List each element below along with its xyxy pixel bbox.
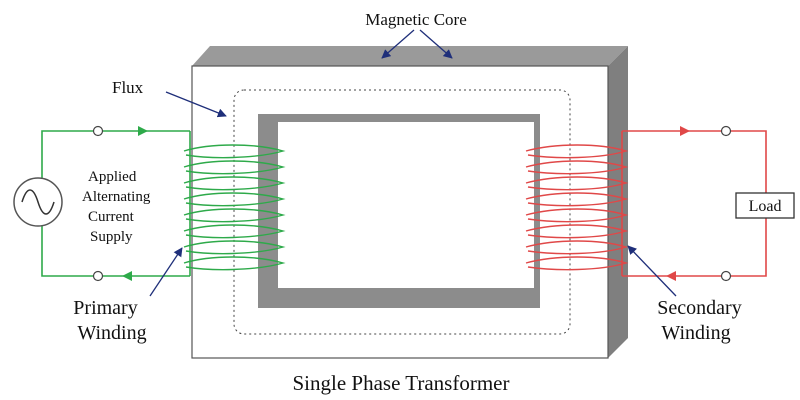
- primary-coil-turn: [183, 208, 286, 223]
- applied-supply-label: Applied Alternating Current Supply: [82, 169, 154, 245]
- core-top-face: [192, 46, 628, 66]
- primary-bottom-terminal: [92, 270, 104, 282]
- secondary-coil-turn: [525, 192, 629, 207]
- ac-source: [13, 177, 63, 227]
- secondary-bottom-arrow: [666, 271, 676, 281]
- secondary-winding-line: Secondary: [657, 297, 741, 319]
- primary-winding: [183, 144, 286, 271]
- secondary-coil-turn: [525, 160, 629, 175]
- secondary-circuit: [621, 126, 767, 281]
- diagram-caption: Single Phase Transformer: [293, 371, 510, 395]
- primary-winding-label: Primary Winding: [73, 297, 146, 344]
- secondary-top-wire: [622, 130, 767, 193]
- primary-coil-turn: [183, 176, 286, 191]
- secondary-winding-line: Winding: [661, 322, 730, 344]
- primary-coil-turn: [183, 256, 286, 271]
- pointer-arrows: [149, 29, 677, 297]
- flux-pointer-arrow: [165, 91, 227, 118]
- secondary-top-terminal: [720, 125, 732, 137]
- load-box: [735, 192, 795, 219]
- core-pointer-arrow-left: [381, 29, 415, 59]
- primary-top-terminal: [92, 125, 104, 137]
- primary-coil-turn: [183, 240, 286, 255]
- applied-supply-line: Alternating: [82, 189, 151, 205]
- secondary-coil-turn: [525, 224, 629, 239]
- secondary-top-arrow: [680, 126, 690, 136]
- primary-coil-turn: [183, 144, 286, 159]
- magnetic-core: [191, 46, 628, 359]
- magnetic-core-label: Magnetic Core: [365, 10, 467, 29]
- applied-supply-line: Supply: [90, 229, 133, 245]
- secondary-bottom-wire: [622, 218, 767, 277]
- primary-coil-turn: [183, 192, 286, 207]
- core-window: [278, 122, 534, 288]
- primary-winding-line: Primary: [73, 297, 137, 319]
- secondary-coil-turn: [525, 144, 629, 159]
- load: Load: [735, 192, 795, 219]
- sine-wave-icon: [21, 189, 55, 215]
- primary-pointer-arrow: [149, 247, 183, 297]
- secondary-coil-turn: [525, 240, 629, 255]
- secondary-winding: [525, 144, 629, 271]
- core-pointer-arrow-right: [419, 29, 453, 59]
- primary-coil-turn: [183, 160, 286, 175]
- applied-supply-line: Current: [88, 209, 135, 225]
- primary-top-arrow: [138, 126, 148, 136]
- load-label: Load: [749, 198, 782, 215]
- secondary-pointer-arrow: [627, 245, 677, 297]
- secondary-coil-turn: [525, 256, 629, 271]
- primary-bottom-arrow: [122, 271, 132, 281]
- applied-supply-line: Applied: [88, 169, 137, 185]
- primary-winding-line: Winding: [77, 322, 146, 344]
- secondary-coil-turn: [525, 176, 629, 191]
- secondary-bottom-terminal: [720, 270, 732, 282]
- flux-label: Flux: [112, 78, 144, 97]
- primary-coil-turn: [183, 224, 286, 239]
- secondary-winding-label: Secondary Winding: [657, 297, 746, 344]
- primary-bottom-wire: [41, 226, 190, 277]
- secondary-coil-turn: [525, 208, 629, 223]
- core-right-face: [608, 46, 628, 358]
